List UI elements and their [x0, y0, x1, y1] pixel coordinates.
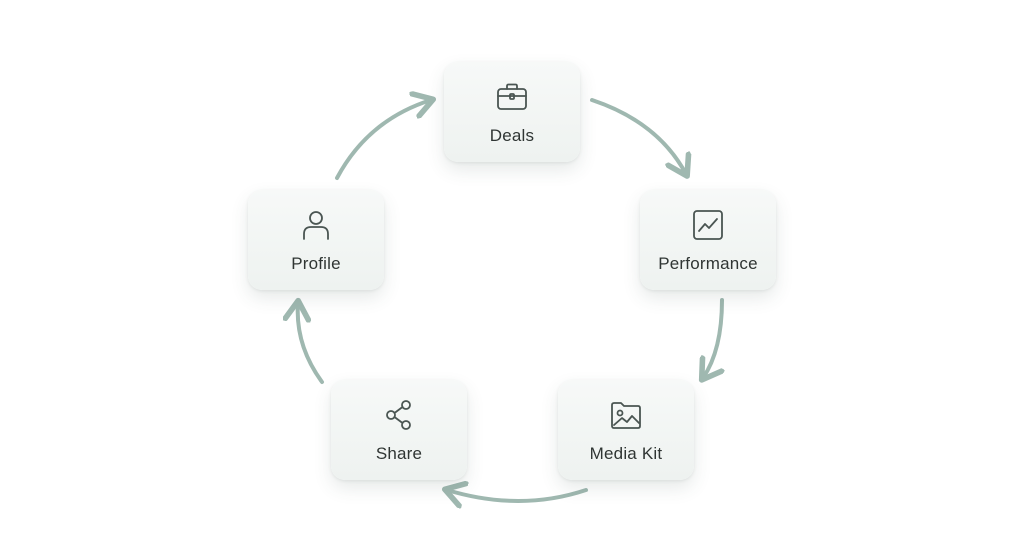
node-deals[interactable]: Deals: [444, 62, 580, 162]
share-icon: [380, 396, 418, 434]
image-folder-icon: [607, 396, 645, 434]
arrow-mediakit-to-share: [447, 490, 588, 501]
node-label-performance: Performance: [658, 254, 758, 273]
arrow-deals-to-performance: [590, 98, 686, 174]
user-icon: [297, 206, 335, 244]
arrow-share-to-profile: [298, 303, 324, 384]
node-label-profile: Profile: [291, 254, 341, 273]
node-performance[interactable]: Performance: [640, 190, 776, 290]
briefcase-icon: [493, 78, 531, 116]
node-share[interactable]: Share: [331, 380, 467, 480]
arrow-performance-to-mediakit: [703, 298, 722, 378]
node-profile[interactable]: Profile: [248, 190, 384, 290]
node-label-media-kit: Media Kit: [589, 444, 663, 463]
arrow-profile-to-deals: [335, 100, 431, 180]
line-chart-icon: [689, 206, 727, 244]
node-label-share: Share: [375, 444, 423, 463]
node-media-kit[interactable]: Media Kit: [558, 380, 694, 480]
node-label-deals: Deals: [489, 126, 535, 145]
